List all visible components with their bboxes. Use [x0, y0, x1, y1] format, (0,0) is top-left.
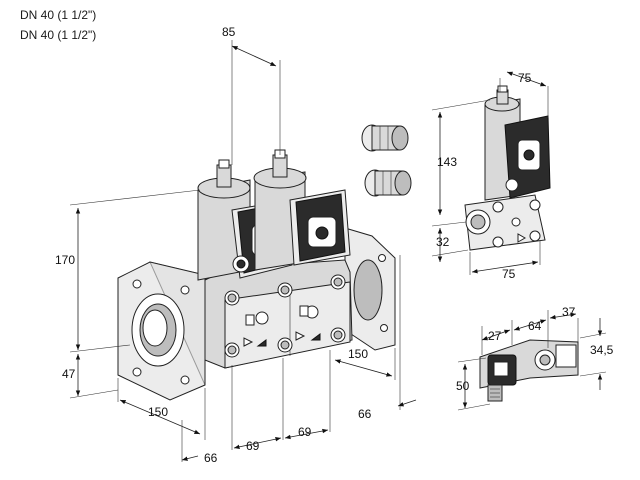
dim-27: 27 — [488, 329, 502, 343]
dim-143: 143 — [437, 155, 457, 169]
single-valve — [464, 85, 551, 251]
dim-170: 170 — [55, 253, 75, 267]
title-line-2: DN 40 (1 1/2") — [20, 28, 97, 42]
dim-64: 64 — [528, 319, 542, 333]
double-valve-assembly — [117, 149, 396, 401]
plug-connector — [479, 339, 579, 402]
dim-34-5: 34,5 — [590, 343, 614, 357]
dim-150-left: 150 — [148, 405, 168, 419]
dim-69-right: 69 — [298, 425, 312, 439]
dim-47: 47 — [62, 367, 76, 381]
dim-66-right: 66 — [358, 407, 372, 421]
title-line-1: DN 40 (1 1/2") — [20, 8, 97, 22]
left-flange — [117, 261, 206, 401]
dim-150-right: 150 — [348, 347, 368, 361]
right-solenoid — [253, 149, 351, 271]
right-flange — [344, 227, 396, 351]
dim-69-left: 69 — [246, 439, 260, 453]
cable-gland-lower — [364, 169, 412, 197]
dim-75-bottom: 75 — [502, 267, 516, 281]
dim-75-top: 75 — [518, 71, 532, 85]
dim-85: 85 — [222, 25, 236, 39]
dim-37: 37 — [562, 305, 576, 319]
dimension-lines: 85 75 143 32 75 170 47 150 150 66 66 69 … — [55, 25, 614, 465]
cable-gland-upper — [361, 124, 409, 152]
cable-glands — [361, 124, 412, 197]
dim-66-bottom: 66 — [204, 451, 218, 465]
dim-50: 50 — [456, 379, 470, 393]
dim-32: 32 — [436, 235, 450, 249]
